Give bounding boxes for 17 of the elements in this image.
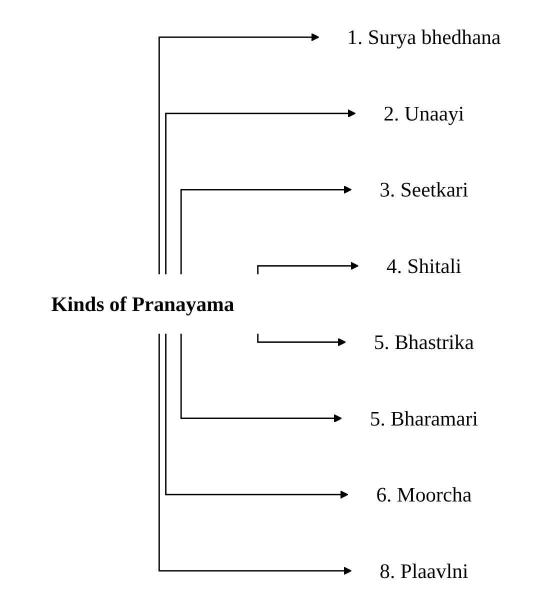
- arrow: [180, 186, 352, 274]
- node-text: Kinds of Pranayama: [51, 292, 234, 316]
- node-text: 3. Seetkari: [380, 178, 468, 202]
- arrow: [165, 109, 356, 274]
- node-text: 1. Surya bhedhana: [347, 25, 501, 49]
- arrow: [180, 334, 342, 422]
- node-text: 4. Shitali: [386, 254, 462, 278]
- arrow: [158, 33, 320, 274]
- node-text: 8. Plaavlni: [380, 559, 468, 583]
- node-text: 6. Moorcha: [376, 482, 472, 506]
- node-text: 5. Bhastrika: [374, 330, 474, 354]
- node-text: 2. Unaayi: [384, 102, 464, 126]
- arrow: [257, 262, 359, 274]
- arrow: [165, 334, 348, 499]
- arrow: [158, 334, 352, 575]
- arrow: [257, 334, 346, 346]
- node-text: 5. Bharamari: [370, 406, 478, 430]
